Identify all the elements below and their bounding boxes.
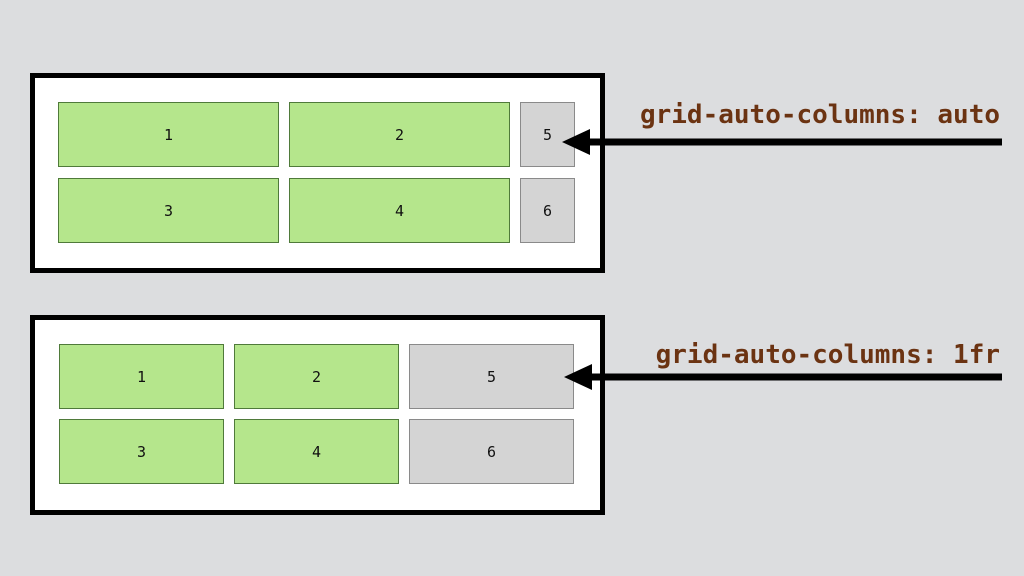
label-grid-auto-columns-1fr: grid-auto-columns: 1fr <box>655 340 1000 370</box>
grid-item-6: 6 <box>520 178 575 243</box>
label-grid-auto-columns-auto: grid-auto-columns: auto <box>639 100 1000 130</box>
grid-container-auto: 1 2 5 3 4 6 <box>30 73 605 273</box>
arrow-top <box>562 129 1002 155</box>
grid-item-6: 6 <box>409 419 574 484</box>
grid-item-4: 4 <box>289 178 510 243</box>
grid-item-1: 1 <box>58 102 279 167</box>
grid-item-1: 1 <box>59 344 224 409</box>
grid-container-1fr: 1 2 5 3 4 6 <box>30 315 605 515</box>
grid-item-4: 4 <box>234 419 399 484</box>
arrow-bottom <box>564 364 1002 390</box>
grid-item-2: 2 <box>234 344 399 409</box>
grid-item-3: 3 <box>59 419 224 484</box>
grid-item-5: 5 <box>520 102 575 167</box>
grid-item-3: 3 <box>58 178 279 243</box>
grid-item-5: 5 <box>409 344 574 409</box>
grid-item-2: 2 <box>289 102 510 167</box>
